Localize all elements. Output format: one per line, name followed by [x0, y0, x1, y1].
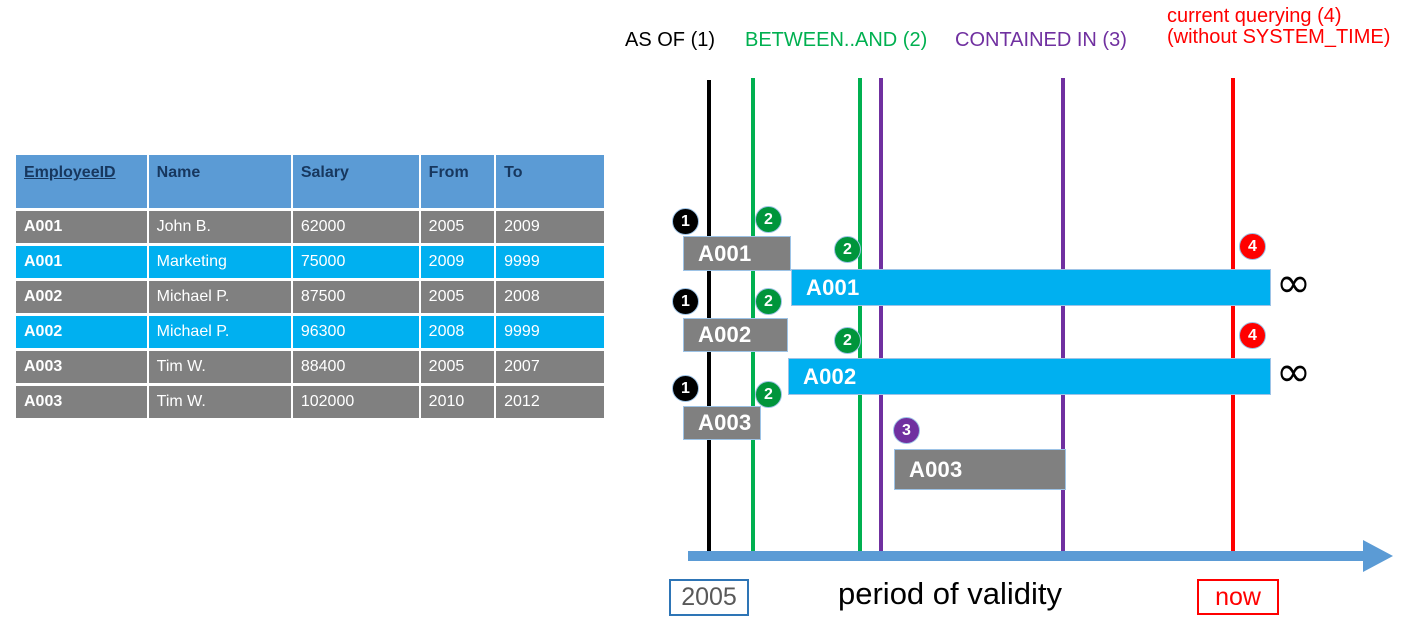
table-row: A003 Tim W. 102000 2010 2012: [16, 386, 604, 418]
cell-employeeid: A002: [16, 281, 147, 313]
cell-from: 2005: [420, 351, 495, 383]
cell-to: 9999: [496, 246, 604, 278]
cell-to: 2012: [496, 386, 604, 418]
infinity-icon: ∞: [1276, 258, 1311, 307]
cell-from: 2010: [420, 386, 495, 418]
bar-a003-historical: A003: [683, 406, 761, 440]
table-row: A003 Tim W. 88400 2005 2007: [16, 351, 604, 383]
table-header-row: EmployeeID Name Salary From To: [16, 155, 604, 208]
bar-a003-contained: A003: [894, 449, 1066, 490]
bar-a001-historical: A001: [683, 236, 791, 271]
column-header-from: From: [420, 155, 495, 208]
marker-1-icon: 1: [672, 375, 699, 402]
bar-a002-historical: A002: [683, 318, 788, 352]
legend-current-querying: current querying (4) (without SYSTEM_TIM…: [1167, 6, 1390, 48]
marker-2-icon: 2: [755, 381, 782, 408]
cell-employeeid: A001: [16, 246, 147, 278]
timeline-arrow-icon: [1363, 540, 1393, 572]
cell-name: Michael P.: [148, 316, 291, 348]
cell-name: Tim W.: [148, 351, 291, 383]
table-body: A001 John B. 62000 2005 2009 A001 Market…: [16, 211, 604, 418]
marker-4-icon: 4: [1239, 322, 1266, 349]
marker-2-icon: 2: [755, 206, 782, 233]
cell-employeeid: A001: [16, 211, 147, 243]
employee-history-table: EmployeeID Name Salary From To A001 John…: [14, 152, 606, 421]
query-line-between-end: [858, 78, 862, 558]
cell-salary: 87500: [292, 281, 419, 313]
axis-title: period of validity: [838, 576, 1063, 611]
cell-salary: 88400: [292, 351, 419, 383]
cell-from: 2009: [420, 246, 495, 278]
column-header-salary: Salary: [292, 155, 419, 208]
column-header-to: To: [496, 155, 604, 208]
legend-as-of: AS OF (1): [625, 29, 716, 51]
table-row: A002 Michael P. 87500 2005 2008: [16, 281, 604, 313]
cell-name: Michael P.: [148, 281, 291, 313]
table-row: A002 Michael P. 96300 2008 9999: [16, 316, 604, 348]
column-header-name: Name: [148, 155, 291, 208]
axis-end-label: now: [1197, 579, 1279, 615]
infinity-icon: ∞: [1276, 347, 1311, 396]
query-line-contained-end: [1061, 78, 1065, 558]
marker-1-icon: 1: [672, 288, 699, 315]
axis-start-label: 2005: [669, 579, 749, 616]
cell-from: 2005: [420, 211, 495, 243]
legend-between-and: BETWEEN..AND (2): [745, 29, 928, 51]
cell-salary: 75000: [292, 246, 419, 278]
cell-to: 2008: [496, 281, 604, 313]
table-header: EmployeeID Name Salary From To: [16, 155, 604, 208]
cell-to: 2007: [496, 351, 604, 383]
column-header-employeeid: EmployeeID: [16, 155, 147, 208]
cell-name: Marketing: [148, 246, 291, 278]
query-line-now: [1231, 78, 1235, 558]
legend-current-querying-line1: current querying (4): [1167, 5, 1342, 27]
marker-1-icon: 1: [672, 208, 699, 235]
bar-a002-current: A002: [788, 358, 1271, 395]
cell-salary: 102000: [292, 386, 419, 418]
legend-current-querying-line2: (without SYSTEM_TIME): [1167, 26, 1391, 48]
cell-salary: 96300: [292, 316, 419, 348]
cell-employeeid: A002: [16, 316, 147, 348]
bar-a001-current: A001: [791, 269, 1271, 306]
legend-contained-in: CONTAINED IN (3): [955, 29, 1127, 51]
cell-to: 2009: [496, 211, 604, 243]
marker-2-icon: 2: [834, 236, 861, 263]
cell-to: 9999: [496, 316, 604, 348]
cell-from: 2008: [420, 316, 495, 348]
marker-4-icon: 4: [1239, 233, 1266, 260]
timeline-axis: [688, 551, 1368, 561]
marker-2-icon: 2: [755, 288, 782, 315]
table-row: A001 Marketing 75000 2009 9999: [16, 246, 604, 278]
marker-3-icon: 3: [893, 417, 920, 444]
cell-salary: 62000: [292, 211, 419, 243]
cell-from: 2005: [420, 281, 495, 313]
cell-name: Tim W.: [148, 386, 291, 418]
cell-employeeid: A003: [16, 351, 147, 383]
marker-2-icon: 2: [834, 327, 861, 354]
table-row: A001 John B. 62000 2005 2009: [16, 211, 604, 243]
cell-employeeid: A003: [16, 386, 147, 418]
query-line-contained-start: [879, 78, 883, 558]
cell-name: John B.: [148, 211, 291, 243]
